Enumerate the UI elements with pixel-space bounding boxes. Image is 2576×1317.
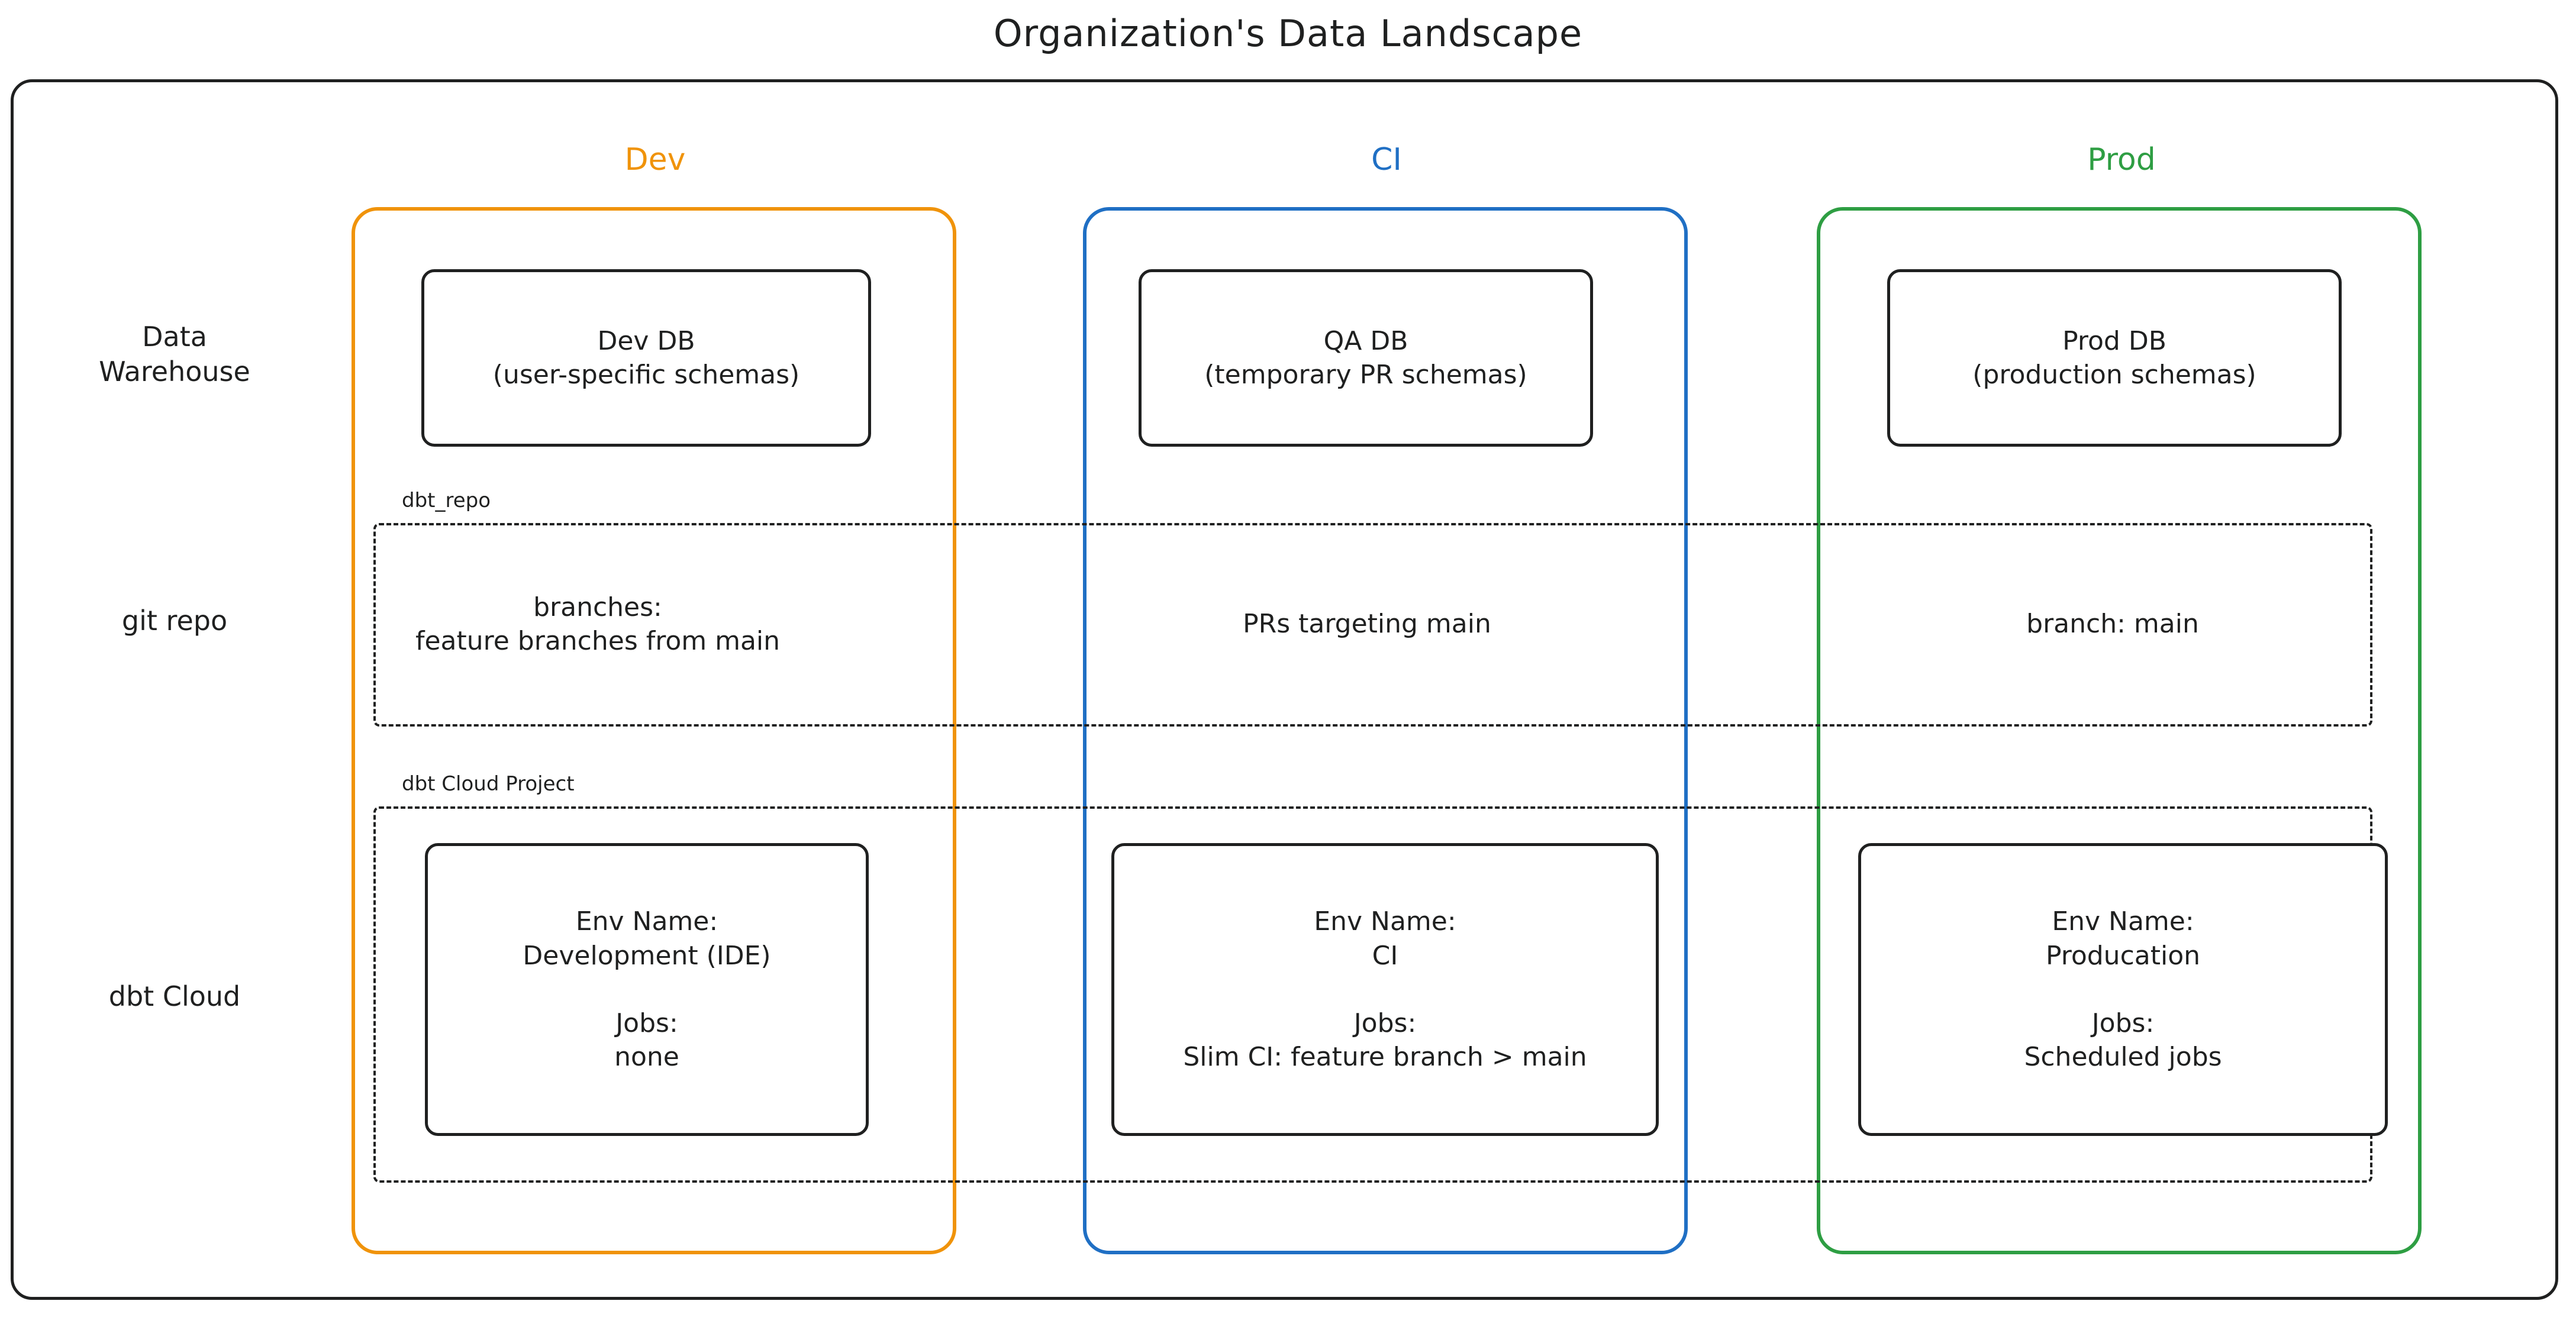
page-title: Organization's Data Landscape bbox=[993, 12, 1583, 55]
node-dbt-cloud-prod: Env Name: Producation Jobs: Scheduled jo… bbox=[1858, 843, 2388, 1136]
group-dbt-repo-label: dbt_repo bbox=[397, 489, 496, 512]
group-dbt-cloud-project-label: dbt Cloud Project bbox=[397, 772, 579, 796]
column-header-ci: CI bbox=[1371, 142, 1402, 177]
column-header-prod: Prod bbox=[2087, 142, 2156, 177]
outer-frame bbox=[11, 79, 2558, 1300]
node-dbt-cloud-dev: Env Name: Development (IDE) Jobs: none bbox=[425, 843, 869, 1136]
cell-git-repo-ci: PRs targeting main bbox=[1243, 609, 1491, 640]
cell-git-repo-dev: branches: feature branches from main bbox=[415, 592, 781, 656]
env-column-dev bbox=[352, 207, 956, 1254]
node-prod-db: Prod DB (production schemas) bbox=[1887, 269, 2342, 447]
row-label-dbt-cloud: dbt Cloud bbox=[108, 980, 241, 1012]
row-label-data-warehouse: Data Warehouse bbox=[99, 321, 250, 388]
node-dev-db: Dev DB (user-specific schemas) bbox=[421, 269, 871, 447]
node-dbt-cloud-ci: Env Name: CI Jobs: Slim CI: feature bran… bbox=[1111, 843, 1659, 1136]
node-qa-db: QA DB (temporary PR schemas) bbox=[1139, 269, 1593, 447]
cell-git-repo-prod: branch: main bbox=[2026, 609, 2199, 640]
column-header-dev: Dev bbox=[624, 142, 686, 177]
env-column-ci bbox=[1083, 207, 1688, 1254]
env-column-prod bbox=[1817, 207, 2422, 1254]
group-dbt-repo: dbt_repo bbox=[373, 489, 2372, 727]
row-label-git-repo: git repo bbox=[121, 605, 228, 637]
